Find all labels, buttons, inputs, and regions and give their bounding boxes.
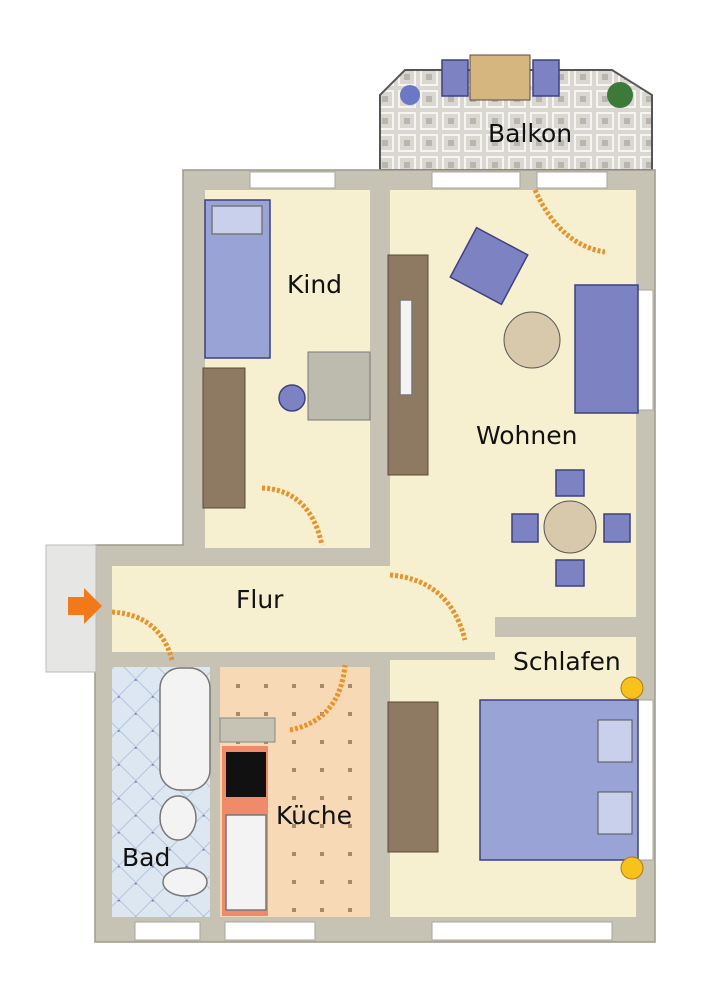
- flower-pot-icon: [400, 85, 420, 105]
- dining-chair: [555, 559, 585, 587]
- window: [637, 289, 654, 411]
- desk-chair: [278, 384, 306, 412]
- room-flur-floor: [112, 566, 442, 652]
- window: [637, 699, 654, 861]
- room-label-kind: Kind: [287, 270, 342, 299]
- bathtub: [159, 667, 211, 791]
- balcony-chair: [441, 59, 469, 97]
- window: [431, 171, 521, 189]
- desk: [307, 351, 371, 421]
- lamp-icon: [620, 676, 644, 700]
- tv: [399, 299, 413, 396]
- stove: [226, 752, 266, 797]
- dining-table: [543, 500, 597, 554]
- dining-chair: [511, 513, 539, 543]
- window: [224, 921, 316, 941]
- fridge-block: [219, 717, 276, 743]
- door-arc: [261, 485, 325, 546]
- room-label-kueche: Küche: [276, 801, 352, 830]
- pillow: [597, 719, 633, 763]
- room-label-schlafen: Schlafen: [513, 647, 621, 676]
- wardrobe: [202, 367, 246, 509]
- door-arc: [111, 609, 175, 661]
- window: [249, 171, 336, 189]
- plant-icon: [607, 82, 633, 108]
- window: [134, 921, 201, 941]
- toilet: [162, 867, 208, 897]
- balcony-chair: [532, 59, 560, 97]
- entry-arrow-icon: [68, 588, 102, 624]
- kitchen-sink: [225, 814, 267, 911]
- pillow: [211, 205, 263, 235]
- room-label-wohnen: Wohnen: [476, 421, 577, 450]
- wardrobe: [387, 701, 439, 853]
- armchair: [449, 226, 529, 306]
- window: [536, 171, 608, 189]
- tv-cabinet: [387, 254, 429, 476]
- dining-chair: [603, 513, 631, 543]
- lamp-icon: [620, 856, 644, 880]
- sink: [159, 795, 197, 841]
- balcony-table: [469, 54, 531, 101]
- room-label-flur: Flur: [236, 585, 284, 614]
- room-label-bad: Bad: [122, 843, 170, 872]
- door-arc: [289, 664, 348, 733]
- dining-chair: [555, 469, 585, 497]
- door-arc: [389, 572, 468, 641]
- window: [431, 921, 613, 941]
- sofa: [574, 284, 639, 414]
- pillow: [597, 791, 633, 835]
- coffee-table: [503, 311, 561, 369]
- room-label-balkon: Balkon: [488, 119, 572, 148]
- door-arc: [532, 188, 606, 255]
